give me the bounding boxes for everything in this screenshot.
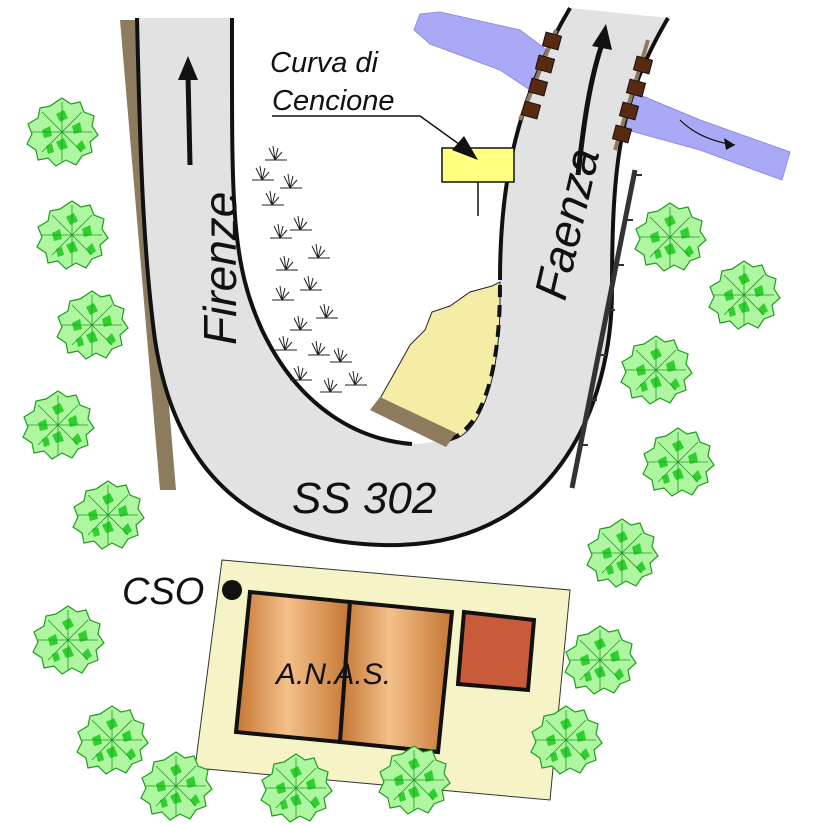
bush-icon	[642, 427, 715, 497]
road-left-edge	[135, 16, 670, 548]
direction-arrow-icon	[178, 56, 198, 166]
curve-label-line2: Cencione	[272, 85, 395, 117]
road-label-ss302: SS 302	[292, 474, 436, 523]
road-ss302	[137, 8, 668, 546]
bush-icon	[26, 97, 99, 167]
bush-icon	[56, 290, 129, 360]
sign-pointer	[272, 115, 471, 153]
bush-icon	[634, 202, 707, 272]
sign-pointer-head	[452, 136, 478, 160]
bush-icon	[586, 518, 659, 588]
road-inner-edge	[229, 17, 413, 446]
bush-icon	[32, 605, 105, 675]
curve-label-line1: Curva di	[270, 47, 380, 79]
bush-icon	[620, 335, 693, 405]
bush-icon	[708, 260, 781, 330]
anas-annex	[455, 609, 537, 693]
bush-icon	[72, 480, 145, 550]
cso-dot-icon	[222, 580, 242, 600]
anas-building-right	[337, 599, 455, 755]
bush-icon	[76, 705, 149, 775]
cso-label: CSO	[122, 571, 204, 613]
road-label-firenze: Firenze	[194, 192, 246, 345]
retaining-wall	[370, 397, 456, 447]
railway	[518, 29, 654, 151]
landslide-dashed-edge	[447, 284, 502, 442]
bush-icon	[564, 625, 637, 695]
bush-icon	[22, 390, 95, 460]
direction-arrow-icon	[575, 24, 612, 176]
river-flow-arrowhead	[724, 138, 735, 150]
curve-sign	[441, 147, 515, 183]
bush-icon	[36, 200, 109, 270]
building-label: A.N.A.S.	[274, 658, 391, 691]
guardrail	[569, 169, 642, 489]
